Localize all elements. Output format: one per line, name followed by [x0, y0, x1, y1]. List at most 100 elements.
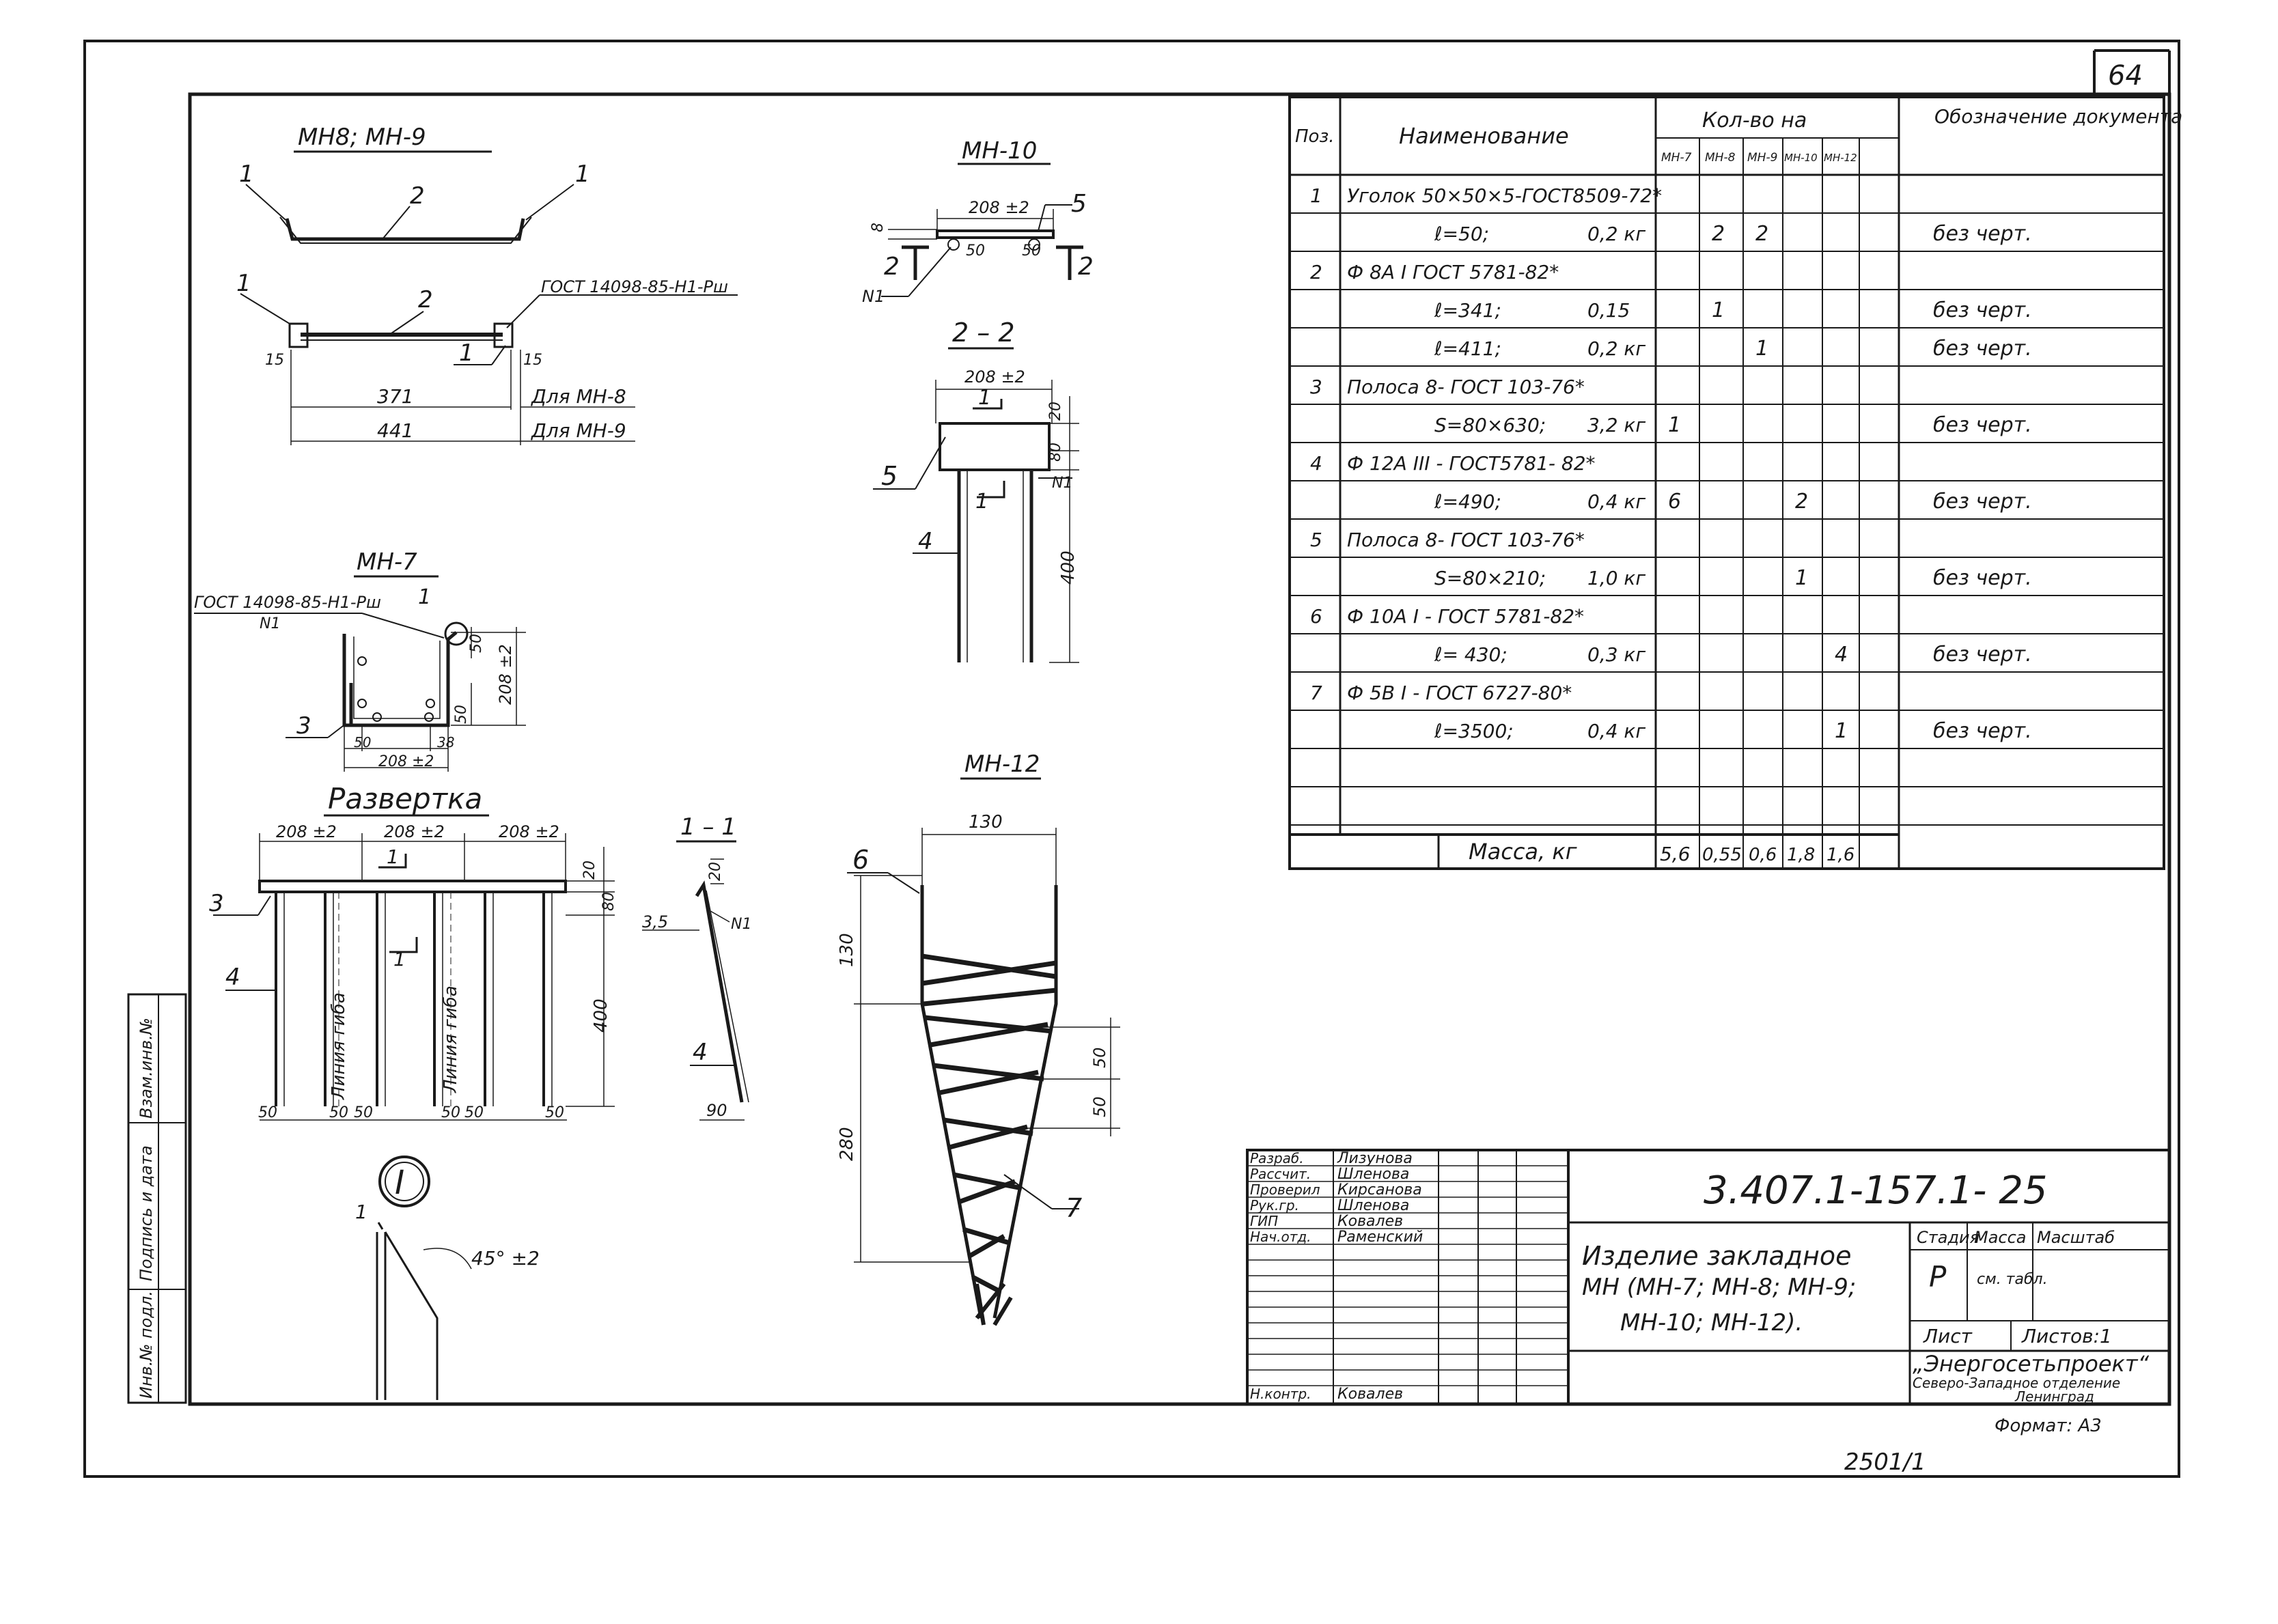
- spec-mass-mn12: 1,6: [1826, 845, 1855, 865]
- tb-sheet-label: Лист: [1923, 1325, 1973, 1347]
- spec-header-doc: Обозначение документа: [1934, 105, 2182, 128]
- doc-number: 3.407.1-157.1- 25: [1704, 1168, 2048, 1213]
- razv-dim-50-3: 50: [354, 1104, 373, 1121]
- spec-name: Полоса 8- ГОСТ 103-76*: [1347, 529, 1585, 551]
- tb-name: Ковалев: [1337, 1213, 1403, 1230]
- tb-role: Рук.гр.: [1250, 1197, 1299, 1214]
- side-stamp-replace: Взам.инв.№: [137, 1018, 156, 1119]
- spec-name: ℓ=490;: [1434, 490, 1501, 513]
- spec-weight: 0,2 кг: [1587, 223, 1645, 245]
- spec-weight: 0,4 кг: [1587, 720, 1645, 742]
- side-stamp: Инв.№ подл. Подпись и дата Взам.инв.№: [127, 993, 187, 1404]
- drawing-section-2-2: 2 – 2 208 ±2 1 1 5 N1 4 20 80 400: [873, 318, 1079, 663]
- spec-doc: без черт.: [1933, 337, 2032, 361]
- mn8-weld-note: ГОСТ 14098-85-Н1-Рш: [541, 277, 728, 296]
- spec-mass-mn7: 5,6: [1660, 843, 1691, 865]
- sec11-dim-3-5: 3,5: [642, 912, 668, 932]
- sec22-dim-208: 208 ±2: [964, 367, 1025, 387]
- spec-qty: 2: [1795, 490, 1808, 514]
- mn7-callout-1: 1: [418, 585, 431, 609]
- mn12-dim-280: 280: [837, 1127, 857, 1161]
- razv-dim-50-2: 50: [329, 1104, 348, 1121]
- spec-pos: 1: [1310, 184, 1322, 207]
- mn8-dim-441: 441: [377, 419, 413, 442]
- razv-dim-208-1: 208 ±2: [276, 822, 337, 841]
- sec22-callout-1a: 1: [978, 386, 991, 410]
- tb-name: Лизунова: [1337, 1150, 1413, 1167]
- sec22-callout-1b: 1: [975, 490, 988, 514]
- tb-name: Шленова: [1337, 1166, 1409, 1183]
- mn10-callout-2a: 2: [884, 253, 900, 281]
- razv-dim-50-1: 50: [258, 1104, 277, 1121]
- spec-header-pos: Поз.: [1295, 126, 1335, 147]
- side-stamp-inv: Инв.№ подл.: [137, 1291, 156, 1399]
- mn10-callout-5: 5: [1071, 190, 1087, 218]
- spec-name: ℓ=341;: [1434, 299, 1501, 322]
- sec11-dim-20: 20: [707, 862, 724, 881]
- spec-name: ℓ=3500;: [1434, 720, 1514, 742]
- mn8-callout-2b: 2: [418, 286, 433, 313]
- detail-marker: I: [395, 1164, 404, 1202]
- spec-qty: 6: [1668, 490, 1681, 514]
- spec-weight: 0,3 кг: [1587, 643, 1645, 666]
- spec-name: ℓ=411;: [1434, 337, 1501, 360]
- spec-weight: 1,0 кг: [1587, 567, 1645, 589]
- razv-dim-208-2: 208 ±2: [384, 822, 445, 841]
- drawing-mn12: МН-12 130 6 130 280 50 50 7: [837, 751, 1120, 1326]
- title-mn7: МН-7: [357, 548, 417, 576]
- tb-description-2: МН (МН-7; МН-8; МН-9;: [1582, 1274, 1856, 1301]
- mn8-callout-1d: 1: [459, 339, 474, 367]
- mn8-callout-1c: 1: [236, 270, 251, 297]
- spec-name: ℓ= 430;: [1434, 643, 1508, 666]
- spec-mass-label: Масса, кг: [1469, 839, 1577, 865]
- razv-dim-20: 20: [581, 860, 598, 880]
- title-mn12: МН-12: [964, 751, 1040, 778]
- spec-pos: 6: [1310, 605, 1322, 628]
- mn10-callout-2b: 2: [1078, 253, 1094, 281]
- razv-dim-50-5: 50: [464, 1104, 484, 1121]
- spec-doc: без черт.: [1933, 566, 2032, 590]
- spec-qty: 4: [1835, 643, 1848, 667]
- mn7-weld-note: ГОСТ 14098-85-Н1-Рш: [194, 593, 381, 612]
- title-mn10: МН-10: [962, 137, 1037, 165]
- sec22-dim-400: 400: [1058, 550, 1079, 585]
- tb-name: Ковалев: [1337, 1386, 1403, 1403]
- spec-name: S=80×210;: [1434, 567, 1546, 589]
- spec-doc: без черт.: [1933, 413, 2032, 437]
- spec-weight: 0,2 кг: [1587, 337, 1645, 360]
- sec11-callout-4: 4: [693, 1039, 708, 1066]
- mn10-dim-208: 208 ±2: [969, 198, 1029, 217]
- spec-name: Ф 5В I - ГОСТ 6727-80*: [1347, 682, 1572, 704]
- spec-col-mn10: МН-10: [1784, 152, 1818, 164]
- mn7-dim-208-horiz: 208 ±2: [378, 753, 434, 770]
- title-razvertka: Развертка: [328, 782, 482, 815]
- side-stamp-sign: Подпись и дата: [137, 1145, 156, 1281]
- mn12-dim-50a: 50: [1090, 1047, 1109, 1068]
- spec-pos: 5: [1310, 529, 1322, 551]
- tb-mass-label: Масса: [1974, 1228, 2027, 1247]
- spec-name: Ф 10А I - ГОСТ 5781-82*: [1347, 605, 1584, 628]
- sec11-dim-90: 90: [706, 1101, 727, 1120]
- razv-fold-1: Линия гиба: [329, 992, 349, 1100]
- mn12-callout-6: 6: [852, 845, 869, 875]
- tb-org-2: Северо-Западное отделение: [1913, 1375, 2120, 1391]
- title-section-1-1: 1 – 1: [680, 813, 736, 841]
- spec-doc: без черт.: [1933, 490, 2032, 514]
- tb-role: Н.контр.: [1250, 1386, 1311, 1402]
- mn12-dim-130-top: 130: [969, 812, 1003, 832]
- tb-description-3: МН-10; МН-12).: [1620, 1309, 1803, 1336]
- razv-callout-1a: 1: [387, 845, 399, 868]
- tb-role: Нач.отд.: [1250, 1229, 1311, 1245]
- spec-pos: 7: [1310, 682, 1322, 704]
- spec-qty: 2: [1712, 222, 1725, 246]
- tb-mass-value: см. табл.: [1977, 1271, 2048, 1288]
- mn8-note-mn8: Для МН-8: [530, 385, 626, 408]
